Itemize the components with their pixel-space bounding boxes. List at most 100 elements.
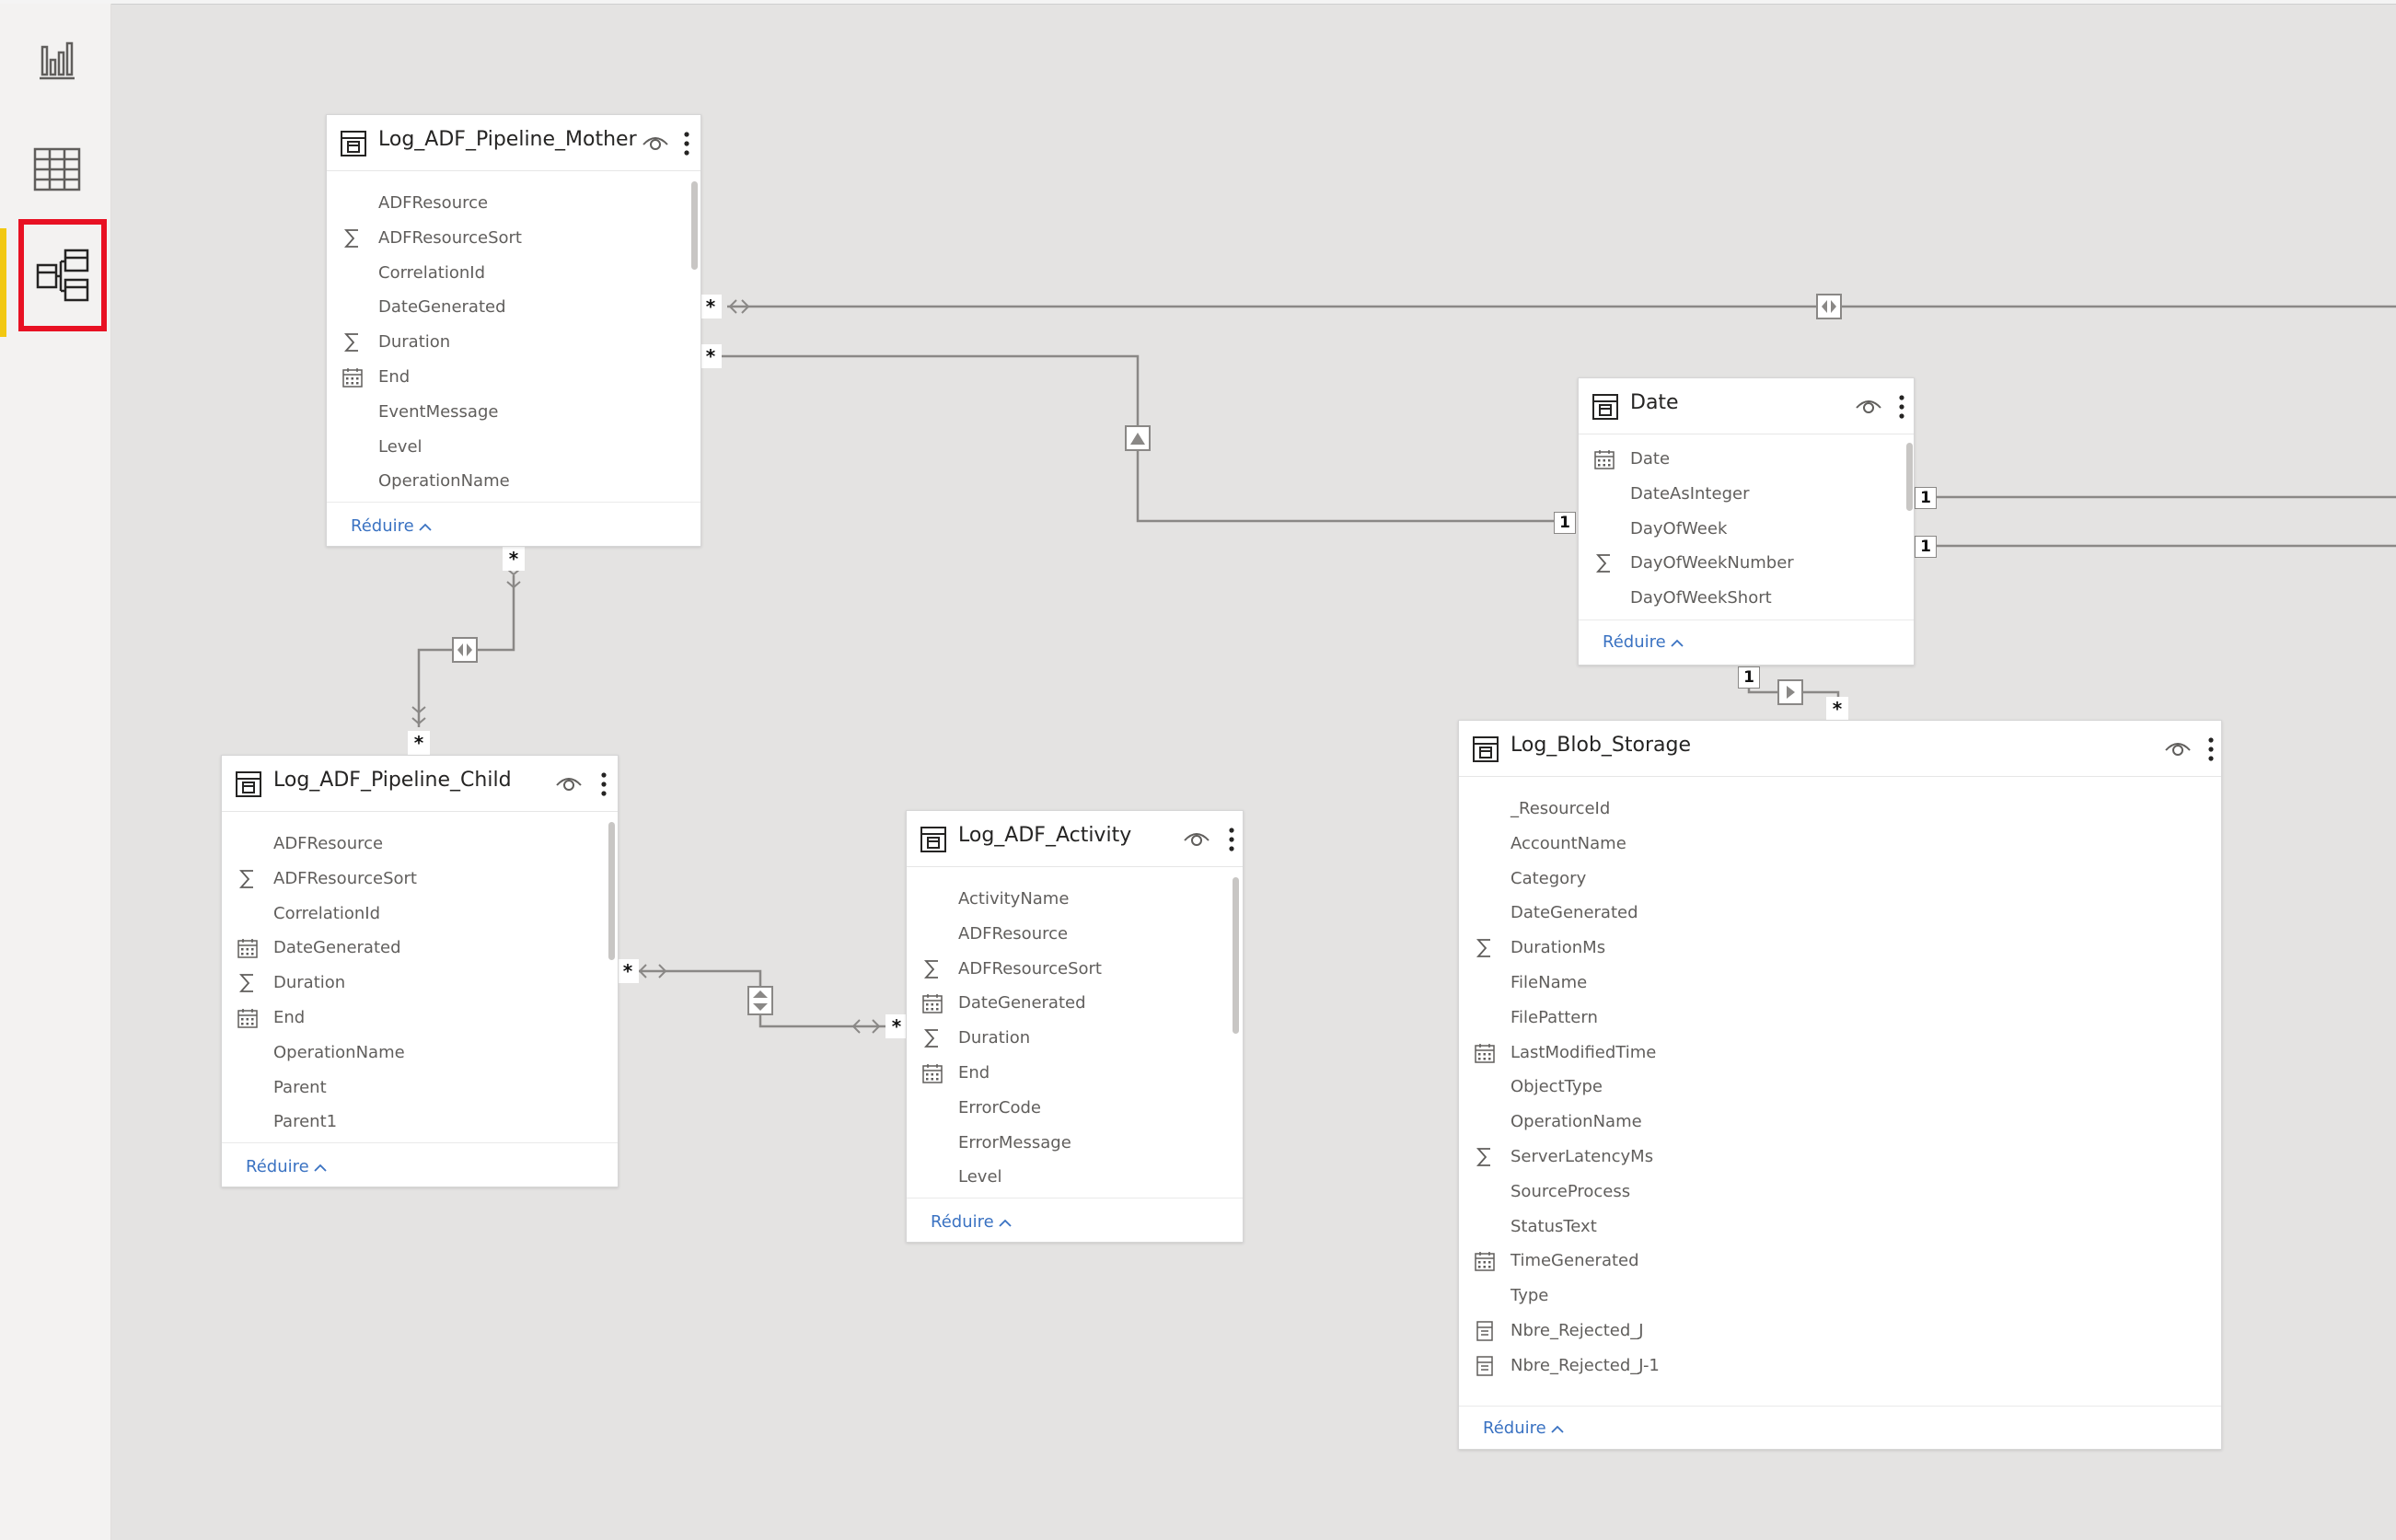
field-row[interactable]: Category (1511, 868, 1586, 890)
table-card-header[interactable]: Log_Blob_Storage (1459, 721, 2221, 777)
field-row[interactable]: End (237, 1007, 305, 1029)
field-row[interactable]: DayOfWeekNumber (1595, 552, 1794, 574)
sigma-icon (921, 1027, 943, 1049)
field-list-scrollbar[interactable] (1906, 443, 1913, 511)
table-card-header[interactable]: Log_ADF_Pipeline_Child (222, 756, 618, 812)
field-row[interactable]: SourceProcess (1511, 1181, 1630, 1203)
field-row[interactable]: ADFResourceSort (343, 227, 522, 249)
field-list-scrollbar[interactable] (1233, 877, 1239, 1034)
sigma-icon (1593, 552, 1615, 574)
model-view-button[interactable] (18, 219, 107, 331)
field-row[interactable]: Date (1594, 448, 1670, 470)
field-row[interactable]: DateGenerated (378, 296, 506, 318)
field-row[interactable]: DateAsInteger (1630, 483, 1749, 505)
field-row[interactable]: LastModifiedTime (1475, 1042, 1657, 1064)
report-view-button[interactable] (18, 22, 96, 99)
field-row[interactable]: ObjectType (1511, 1076, 1603, 1098)
collapse-link[interactable]: Réduire (246, 1157, 328, 1176)
visibility-eye-icon[interactable] (1183, 828, 1210, 850)
cardinality-many: * (617, 959, 639, 983)
field-row[interactable]: Level (378, 436, 422, 458)
visibility-eye-icon[interactable] (2164, 737, 2192, 759)
field-name: EventMessage (378, 401, 499, 422)
field-row[interactable]: ActivityName (958, 888, 1069, 910)
field-row[interactable]: OperationName (378, 470, 510, 492)
collapse-link[interactable]: Réduire (351, 516, 433, 536)
field-row[interactable]: Parent (273, 1077, 327, 1099)
field-row[interactable]: AccountName (1511, 833, 1626, 855)
field-row[interactable]: End (342, 366, 410, 388)
visibility-eye-icon[interactable] (642, 132, 669, 154)
field-row[interactable]: FilePattern (1511, 1007, 1598, 1029)
visibility-eye-icon[interactable] (1855, 395, 1882, 417)
model-view-icon (36, 249, 89, 302)
field-row[interactable]: ADFResource (378, 192, 488, 214)
field-row[interactable]: OperationName (1511, 1111, 1642, 1133)
more-options-icon[interactable] (1227, 826, 1236, 853)
collapse-link[interactable]: Réduire (931, 1212, 1013, 1232)
field-row[interactable]: ADFResourceSort (238, 868, 417, 890)
field-row[interactable]: ServerLatencyMs (1476, 1146, 1653, 1168)
more-options-icon[interactable] (1897, 393, 1906, 421)
field-row[interactable]: Duration (238, 972, 345, 994)
field-row[interactable]: TimeGenerated (1475, 1250, 1639, 1272)
field-name: Parent1 (273, 1112, 338, 1132)
field-row[interactable]: CorrelationId (273, 903, 380, 925)
field-row[interactable]: Duration (343, 331, 450, 353)
field-name: LastModifiedTime (1511, 1042, 1657, 1062)
field-row[interactable]: Level (958, 1166, 1002, 1188)
collapse-link[interactable]: Réduire (1603, 632, 1684, 652)
field-row[interactable]: StatusText (1511, 1216, 1597, 1238)
field-row[interactable]: ErrorMessage (958, 1132, 1071, 1154)
field-row[interactable]: Type (1511, 1285, 1548, 1307)
field-name: Nbre_Rejected_J-1 (1511, 1355, 1660, 1375)
field-row[interactable]: End (922, 1062, 990, 1084)
field-row[interactable]: DateGenerated (237, 937, 401, 959)
field-row[interactable]: ErrorCode (958, 1097, 1041, 1119)
sigma-icon (237, 868, 259, 890)
cardinality-many: * (700, 295, 722, 318)
visibility-eye-icon[interactable] (555, 772, 583, 794)
more-options-icon[interactable] (682, 130, 691, 157)
top-bar (0, 0, 2396, 5)
field-row[interactable]: ADFResourceSort (923, 958, 1102, 980)
field-row[interactable]: ADFResource (273, 833, 383, 855)
collapse-link[interactable]: Réduire (1483, 1418, 1565, 1438)
field-name: TimeGenerated (1511, 1251, 1639, 1271)
field-row[interactable]: DayOfWeekShort (1630, 587, 1772, 609)
table-card-header[interactable]: Log_ADF_Activity (907, 811, 1243, 867)
field-name: FilePattern (1511, 1007, 1598, 1027)
field-row[interactable]: DateGenerated (1511, 902, 1638, 924)
field-row[interactable]: DayOfWeek (1630, 518, 1727, 540)
field-row[interactable]: DateGenerated (922, 992, 1086, 1014)
field-list-scrollbar[interactable] (608, 822, 615, 960)
field-row[interactable]: CorrelationId (378, 262, 485, 284)
more-options-icon[interactable] (2206, 735, 2216, 763)
field-row[interactable]: OperationName (273, 1042, 405, 1064)
field-row[interactable]: Duration (923, 1027, 1030, 1049)
field-name: DateGenerated (1511, 903, 1638, 923)
field-row[interactable]: Nbre_Rejected_J-1 (1476, 1355, 1660, 1377)
field-row[interactable]: _ResourceId (1511, 798, 1610, 820)
table-card-header[interactable]: Log_ADF_Pipeline_Mother (327, 115, 700, 171)
calendar-icon (341, 366, 364, 388)
field-row[interactable]: Nbre_Rejected_J (1476, 1320, 1644, 1342)
table-view-icon (33, 147, 81, 191)
field-row[interactable]: EventMessage (378, 401, 498, 423)
field-row[interactable]: Parent1 (273, 1111, 337, 1133)
report-view-icon (40, 41, 75, 80)
table-view-button[interactable] (18, 131, 96, 208)
table-card-header[interactable]: Date (1579, 378, 1914, 434)
field-list-scrollbar[interactable] (691, 181, 698, 270)
more-options-icon[interactable] (599, 770, 608, 798)
field-row[interactable]: ADFResource (958, 923, 1068, 945)
cardinality-many: * (503, 547, 525, 571)
field-row[interactable]: DurationMs (1476, 937, 1605, 959)
field-row[interactable]: FileName (1511, 972, 1587, 994)
